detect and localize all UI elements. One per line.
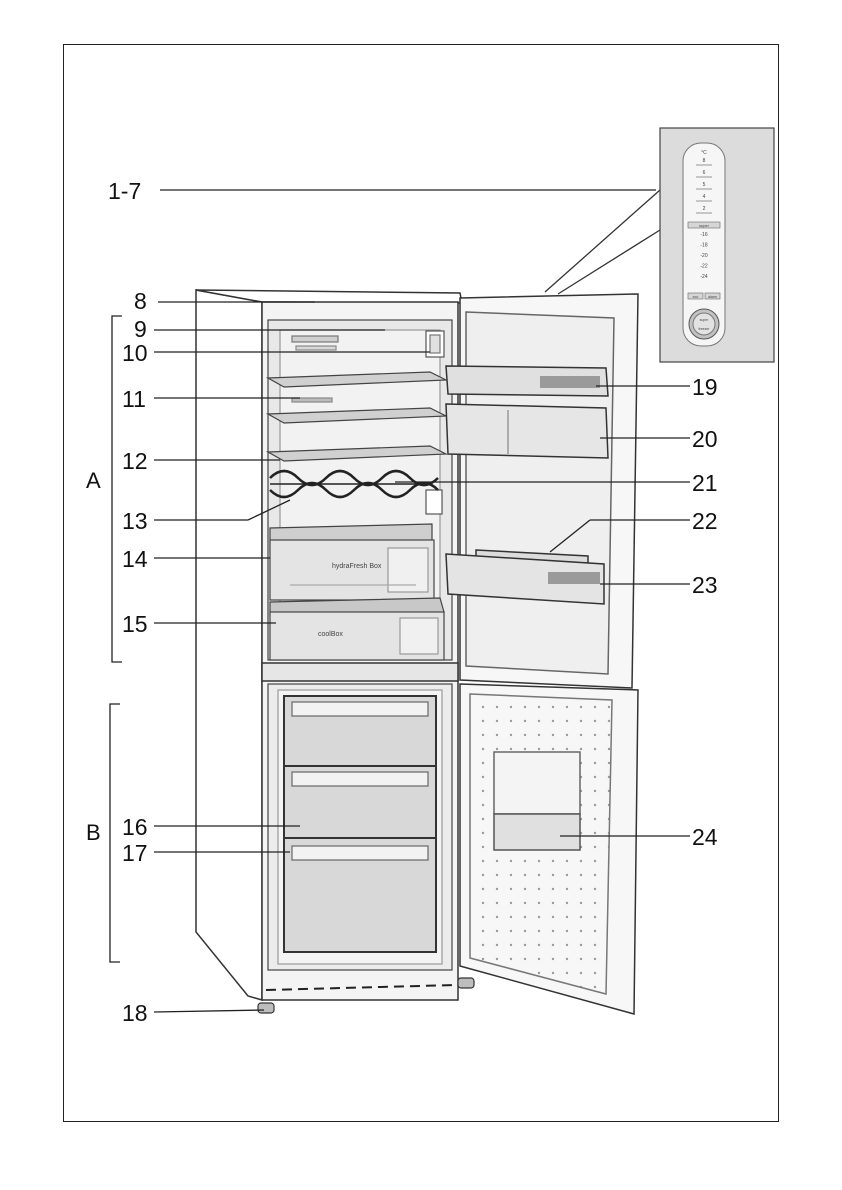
alarm-button-label: alarm (708, 295, 717, 299)
freezer-scale-mark: -24 (700, 274, 707, 280)
callout-9: 9 (134, 316, 147, 342)
fridge-interior (265, 319, 453, 661)
freezer-interior (257, 683, 475, 1014)
freezer-scale-mark: -20 (700, 253, 707, 259)
fridge-scale-mark: 8 (703, 158, 706, 164)
callout-23: 23 (692, 572, 718, 598)
freezer-door (459, 683, 639, 1015)
callout-21: 21 (692, 470, 718, 496)
callout-10: 10 (122, 340, 148, 366)
callout-17: 17 (122, 840, 148, 866)
fridge-door (445, 293, 639, 689)
fridge-scale-mark: 6 (703, 170, 706, 176)
drawer14-label: hydraFresh Box (332, 563, 382, 570)
callout-12: 12 (122, 448, 148, 474)
panel-unit-label: °C (701, 150, 707, 156)
callout-15: 15 (122, 611, 148, 637)
callout-22: 22 (692, 508, 718, 534)
control-panel-text: °C 8 6 5 4 2 super -16 -18 -20 -22 -24 eco alarm super… (693, 150, 717, 331)
callout-18: 18 (122, 1000, 148, 1026)
fridge-scale-mark: 4 (703, 194, 706, 200)
control-panel-inset (544, 127, 775, 363)
callout-16: 16 (122, 814, 148, 840)
freezer-scale-mark: -16 (700, 232, 707, 238)
fridge-scale-mark: 2 (703, 206, 706, 212)
callout-11: 11 (122, 386, 146, 412)
callout-13: 13 (122, 508, 148, 534)
section-a-label: A (86, 468, 101, 493)
page-frame (63, 44, 779, 1122)
freezer-scale-mark: -22 (700, 264, 707, 270)
callout-14: 14 (122, 546, 148, 572)
callout-20: 20 (692, 426, 718, 452)
knob-bottom-label: freezer (699, 327, 711, 331)
section-b-label: B (86, 820, 101, 845)
drawer15-label: coolBox (318, 631, 343, 638)
super-button-label: super (699, 223, 710, 228)
knob-top-label: super (700, 318, 710, 322)
eco-button-label: eco (693, 295, 699, 299)
callout-19: 19 (692, 374, 718, 400)
callout-24: 24 (692, 824, 718, 850)
fridge-scale-mark: 5 (703, 182, 706, 188)
freezer-scale-mark: -18 (700, 243, 707, 249)
callout-8: 8 (134, 288, 147, 314)
callout-1-7: 1-7 (108, 178, 142, 204)
